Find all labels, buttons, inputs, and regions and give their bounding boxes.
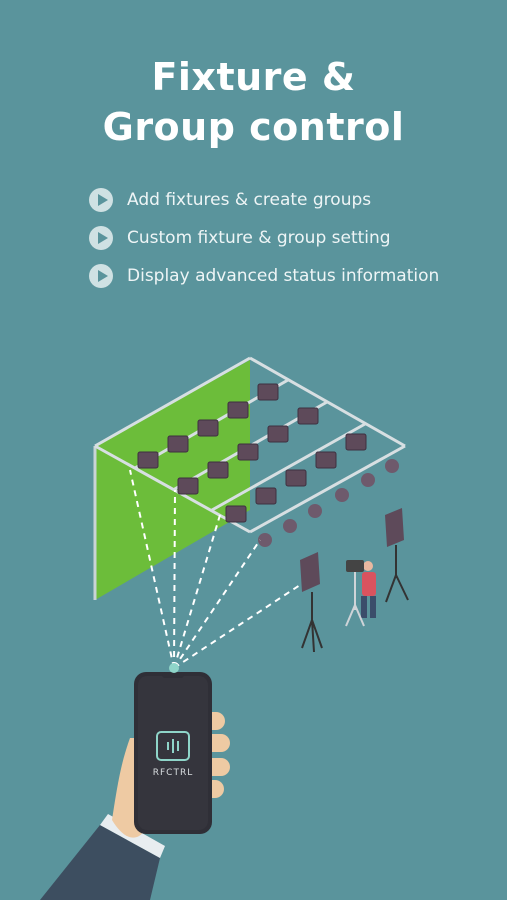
feature-text: Display advanced status information xyxy=(127,266,440,286)
title-line-1: Fixture & xyxy=(151,55,356,99)
rfctrl-logo-icon xyxy=(167,739,179,753)
play-icon xyxy=(89,188,113,212)
green-screen xyxy=(95,360,250,600)
play-icon xyxy=(89,226,113,250)
page-title: Fixture & Group control xyxy=(0,52,507,152)
feature-list: Add fixtures & create groups Custom fixt… xyxy=(89,187,439,301)
feature-item: Display advanced status information xyxy=(89,263,439,289)
stand-light-left xyxy=(300,552,323,653)
phone-app-logo xyxy=(156,731,190,761)
play-icon xyxy=(89,264,113,288)
phone-app-name: RFCTRL xyxy=(152,768,194,778)
spot-lights xyxy=(258,459,399,547)
feature-text: Custom fixture & group setting xyxy=(127,228,391,248)
stand-light-right xyxy=(385,508,409,603)
smartphone xyxy=(134,663,212,834)
camera-operator xyxy=(345,560,376,627)
feature-item: Add fixtures & create groups xyxy=(89,187,439,213)
title-line-2: Group control xyxy=(102,105,405,149)
signal-lines xyxy=(129,469,301,669)
light-fixtures xyxy=(137,383,367,523)
feature-text: Add fixtures & create groups xyxy=(127,190,372,210)
feature-item: Custom fixture & group setting xyxy=(89,225,439,251)
